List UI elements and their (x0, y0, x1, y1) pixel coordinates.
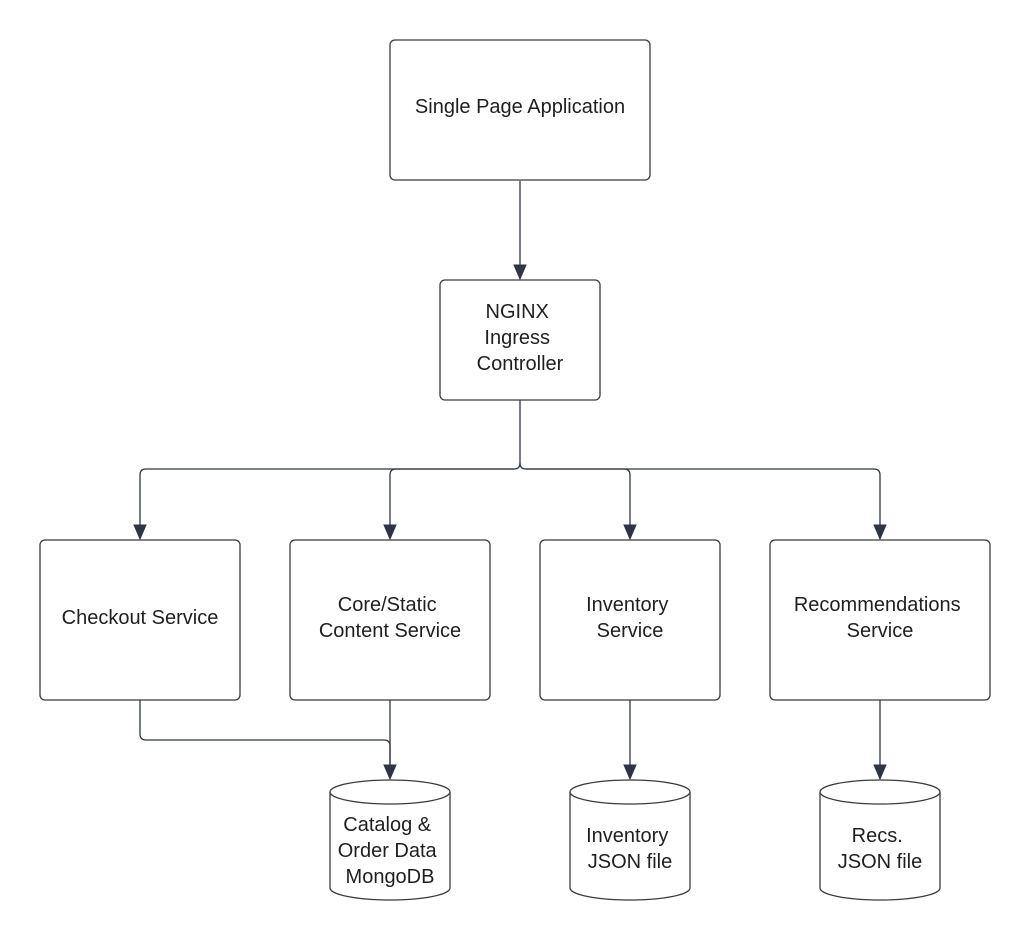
recommendations-label: Recommendations Service (794, 594, 966, 642)
mongodb-cylinder-top (329, 779, 451, 805)
spa-label-line-1: Single Page Application (415, 96, 625, 118)
nginx-label: NGINX Ingress Controller (477, 301, 564, 375)
edge-nginx-to-core (389, 468, 514, 526)
spa-label: Single Page Application (415, 96, 625, 118)
nginx-label-line-1: NGINX (486, 301, 549, 323)
nginx-label-line-3: Controller (477, 353, 564, 375)
inventory-box (539, 539, 721, 701)
arrowhead-recommendations (873, 524, 887, 541)
recs-json-cylinder-top (819, 779, 941, 805)
checkout-box (39, 539, 241, 701)
inventory-json-cylinder-top (569, 779, 691, 805)
core-box (289, 539, 491, 701)
spa-box (389, 39, 651, 181)
node-core-static-content-service[interactable]: Core/Static Content Service (289, 539, 491, 701)
inventory-label-line-2: Service (597, 620, 664, 642)
datastore-inventory-json[interactable]: Inventory JSON file (569, 779, 691, 901)
mongodb-label-line-2: Order Data (338, 840, 438, 862)
nginx-box (439, 279, 601, 401)
edge-nginx-to-inventory (519, 462, 631, 526)
arrowhead-inventory-json (623, 764, 637, 781)
edge-nginx-to-recommendations (526, 468, 881, 526)
node-recommendations-service[interactable]: Recommendations Service (769, 539, 991, 701)
arrowhead-inventory (623, 524, 637, 541)
arrowhead-checkout (133, 524, 147, 541)
edge-checkout-to-mongodb (139, 700, 391, 766)
core-label-line-2: Content Service (319, 620, 461, 642)
inventory-json-label-line-1: Inventory (586, 825, 668, 847)
recommendations-box (769, 539, 991, 701)
mongodb-label: Catalog & Order Data MongoDB (338, 814, 443, 888)
arrowhead-core (383, 524, 397, 541)
recommendations-label-line-2: Service (847, 620, 914, 642)
inventory-json-label: Inventory JSON file (586, 825, 674, 873)
node-nginx-ingress-controller[interactable]: NGINX Ingress Controller (439, 279, 601, 401)
arrowhead-mongodb (383, 764, 397, 781)
arrowhead-nginx (513, 264, 527, 281)
recs-json-label: Recs. JSON file (838, 825, 922, 873)
edges (133, 181, 887, 781)
datastore-recs-json[interactable]: Recs. JSON file (819, 779, 941, 901)
recs-json-cylinder-body (819, 792, 941, 901)
edge-nginx-trunk (513, 400, 521, 470)
core-label-line-1: Core/Static (338, 594, 437, 616)
mongodb-label-line-1: Catalog & (343, 814, 431, 836)
recs-json-label-line-1: Recs. (852, 825, 903, 847)
recommendations-label-line-1: Recommendations (794, 594, 961, 616)
nginx-label-line-2: Ingress (484, 327, 550, 349)
arrowhead-recs-json (873, 764, 887, 781)
edge-nginx-to-checkout (139, 468, 514, 526)
node-inventory-service[interactable]: Inventory Service (539, 539, 721, 701)
inventory-label-line-1: Inventory (586, 594, 668, 616)
core-label: Core/Static Content Service (319, 594, 461, 642)
datastore-mongodb[interactable]: Catalog & Order Data MongoDB (329, 779, 451, 901)
checkout-label: Checkout Service (62, 607, 219, 629)
mongodb-cylinder-body (329, 792, 451, 901)
inventory-json-cylinder-body (569, 792, 691, 901)
mongodb-label-line-3: MongoDB (346, 866, 435, 888)
node-single-page-application[interactable]: Single Page Application (389, 39, 651, 181)
recs-json-label-line-2: JSON file (838, 851, 922, 873)
inventory-label: Inventory Service (586, 594, 674, 642)
checkout-label-line-1: Checkout Service (62, 607, 219, 629)
inventory-json-label-line-2: JSON file (588, 851, 672, 873)
node-checkout-service[interactable]: Checkout Service (39, 539, 241, 701)
